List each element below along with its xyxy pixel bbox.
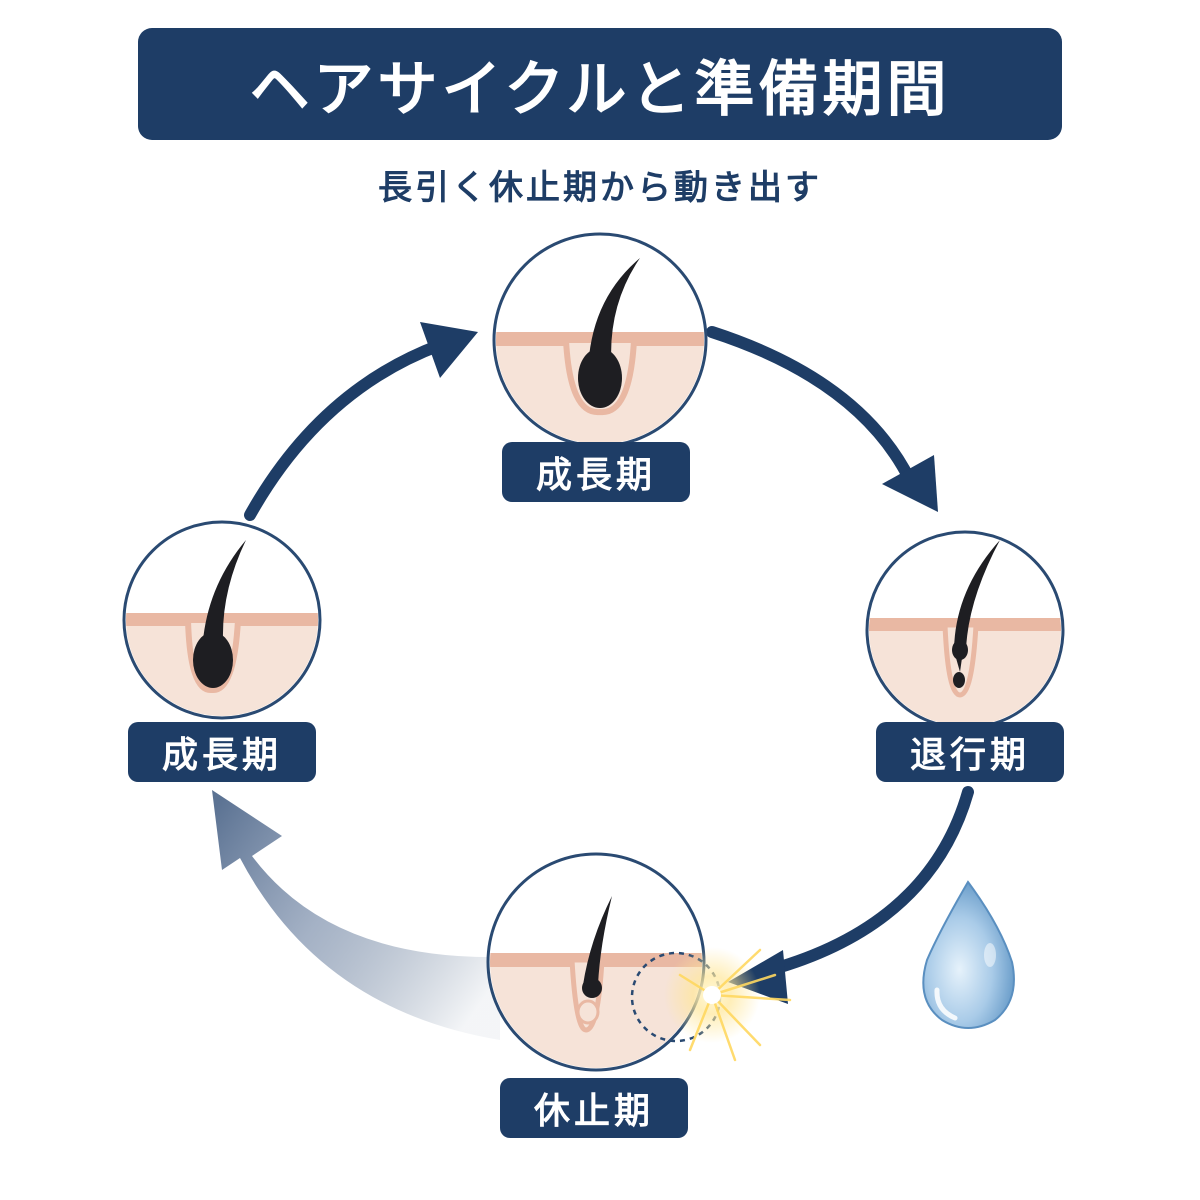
water-drop-icon	[922, 880, 1015, 1029]
arrow-right-to-bottom-head	[728, 950, 788, 1004]
phase-label-top: 成長期	[502, 442, 690, 502]
phase-left-icon	[122, 520, 322, 720]
phase-label-bottom: 休止期	[500, 1078, 688, 1138]
phase-label-left: 成長期	[128, 722, 316, 782]
subtitle: 長引く休止期から動き出す	[378, 168, 822, 208]
title-banner: ヘアサイクルと準備期間	[138, 28, 1062, 140]
cycle-arrows	[212, 322, 974, 1040]
phase-right-icon	[865, 530, 1065, 730]
arrow-right-to-bottom	[764, 786, 974, 976]
arrow-left-to-top	[244, 339, 446, 521]
phase-label-right: 退行期	[876, 722, 1064, 782]
phase-top-icon	[492, 232, 708, 448]
arrow-bottom-to-left-faded	[212, 790, 500, 1040]
phase-bottom-icon	[486, 852, 722, 1072]
arrow-top-to-right	[706, 326, 916, 486]
page-title: ヘアサイクルと準備期間	[249, 54, 951, 125]
arrow-left-to-top-head	[420, 322, 478, 378]
arrow-top-to-right-head	[882, 455, 938, 512]
sparkle-icon	[664, 947, 792, 1062]
